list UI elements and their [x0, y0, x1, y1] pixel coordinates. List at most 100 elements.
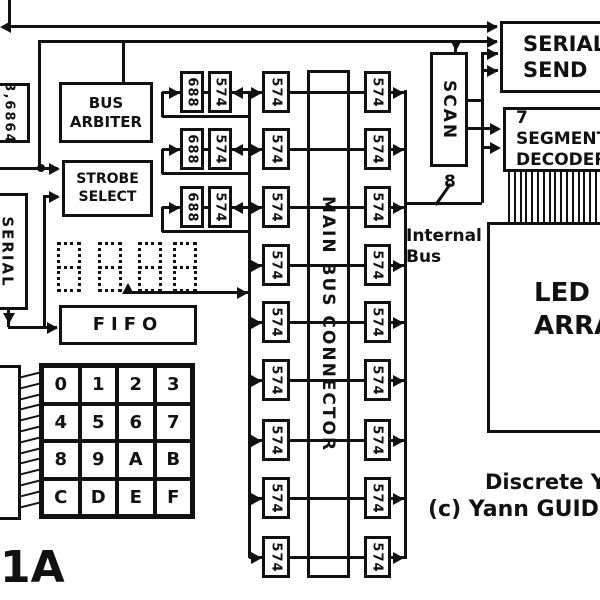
arrowhead — [487, 65, 498, 77]
chip-574: 574 — [262, 301, 290, 343]
arrowhead — [232, 202, 243, 214]
arrowhead — [232, 87, 243, 99]
ribbon-wire — [589, 172, 592, 222]
wire — [249, 497, 405, 500]
digit-segment — [138, 266, 162, 292]
seven-segment-decoder-box: 7 SEGMENT DECODER — [503, 107, 600, 172]
chip-574: 574 — [262, 477, 290, 519]
wire — [161, 207, 164, 232]
chip-688-label: 688 — [184, 76, 200, 108]
wire — [249, 321, 405, 324]
ribbon-wire — [548, 172, 551, 222]
seven-segment-digit — [171, 242, 202, 292]
chip-574-label: 574 — [268, 191, 284, 223]
chip-574: 574 — [364, 477, 391, 519]
arrowhead — [393, 144, 404, 156]
arrowhead — [251, 317, 262, 329]
ribbon-wire — [542, 172, 545, 222]
keypad-key-1: 1 — [79, 366, 117, 404]
arrowhead — [393, 375, 404, 387]
seven-segment-digit — [96, 242, 127, 292]
arrowhead — [251, 202, 262, 214]
cable-hatch — [20, 447, 40, 454]
chip-574-label: 574 — [370, 482, 386, 514]
bus-arbiter-box: BUS ARBITER — [59, 82, 153, 143]
crystal-label: 3,6864 — [1, 81, 17, 145]
arrowhead — [251, 552, 262, 564]
digit-segment — [98, 242, 122, 269]
digit-segment — [57, 242, 81, 269]
serial-label: SERIAL — [0, 215, 18, 288]
chip-574-label: 574 — [370, 249, 386, 281]
strobe-select-label: STROBE SELECT — [76, 171, 139, 205]
arrowhead — [49, 163, 60, 175]
fifo-label: FIFO — [92, 313, 164, 335]
chip-574-label: 574 — [370, 76, 386, 108]
seven-segment-decoder-label: 7 SEGMENT DECODER — [516, 107, 600, 171]
keypad-key-7: 7 — [154, 403, 192, 441]
main-bus-connector-box: MAIN BUS CONNECTOR — [307, 70, 350, 578]
arrowhead — [122, 283, 134, 294]
arrowhead — [0, 21, 11, 33]
chip-574-label: 574 — [370, 133, 386, 165]
ribbon-wire — [525, 172, 528, 222]
arrowhead — [251, 493, 262, 505]
wire — [249, 264, 405, 267]
keypad-key-4: 4 — [42, 403, 80, 441]
ribbon-wire — [531, 172, 534, 222]
arrowhead — [393, 552, 404, 564]
chip-574: 574 — [262, 536, 290, 578]
arrowhead — [487, 48, 498, 60]
cable-hatch — [20, 371, 40, 379]
crystal-oscillator-box: 3,6864 — [0, 81, 30, 145]
ribbon-wire — [508, 172, 510, 222]
cable-hatch — [20, 468, 40, 476]
chip-574-label: 574 — [370, 541, 386, 573]
keypad-key-C: C — [42, 478, 80, 516]
chip-688: 688 — [180, 128, 204, 170]
chip-574-label: 574 — [268, 364, 284, 396]
wire — [122, 40, 125, 83]
chip-574: 574 — [364, 128, 391, 170]
keypad-key-F: F — [154, 478, 192, 516]
digit-segment — [173, 242, 197, 269]
arrowhead — [237, 287, 248, 299]
digit-segment — [173, 266, 197, 292]
arrowhead — [393, 493, 404, 505]
arrowhead — [393, 435, 404, 447]
chip-574: 574 — [208, 186, 232, 228]
keypad-key-D: D — [79, 478, 117, 516]
chip-574: 574 — [208, 71, 232, 113]
internal-bus-label: Internal Bus — [406, 226, 482, 268]
arrowhead — [49, 191, 60, 203]
cable-hatch — [20, 501, 40, 508]
wire — [0, 167, 58, 170]
wire — [249, 379, 405, 382]
wire — [162, 230, 249, 233]
cable-hatch — [20, 425, 40, 433]
chip-574-label: 574 — [212, 191, 228, 223]
bus-arbiter-label: BUS ARBITER — [69, 93, 143, 131]
scan-label: SCAN — [439, 79, 460, 140]
cable-hatch — [20, 414, 40, 422]
chip-574: 574 — [364, 186, 391, 228]
project-title: Discrete YAS — [485, 470, 600, 494]
wire — [162, 115, 249, 118]
wire — [162, 172, 249, 175]
arrowhead — [490, 142, 501, 154]
chip-574-label: 574 — [268, 133, 284, 165]
digit-segment — [98, 266, 122, 292]
arrowhead — [251, 435, 262, 447]
keypad-key-E: E — [117, 478, 155, 516]
chip-574-label: 574 — [370, 191, 386, 223]
chip-574: 574 — [364, 536, 391, 578]
wire — [407, 202, 482, 205]
chip-688-label: 688 — [184, 133, 200, 165]
keypad-key-2: 2 — [117, 366, 155, 404]
ribbon-wire — [566, 172, 568, 222]
chip-574-label: 574 — [212, 133, 228, 165]
cable-hatch — [20, 490, 40, 498]
chip-688: 688 — [180, 186, 204, 228]
chip-574: 574 — [364, 419, 391, 461]
